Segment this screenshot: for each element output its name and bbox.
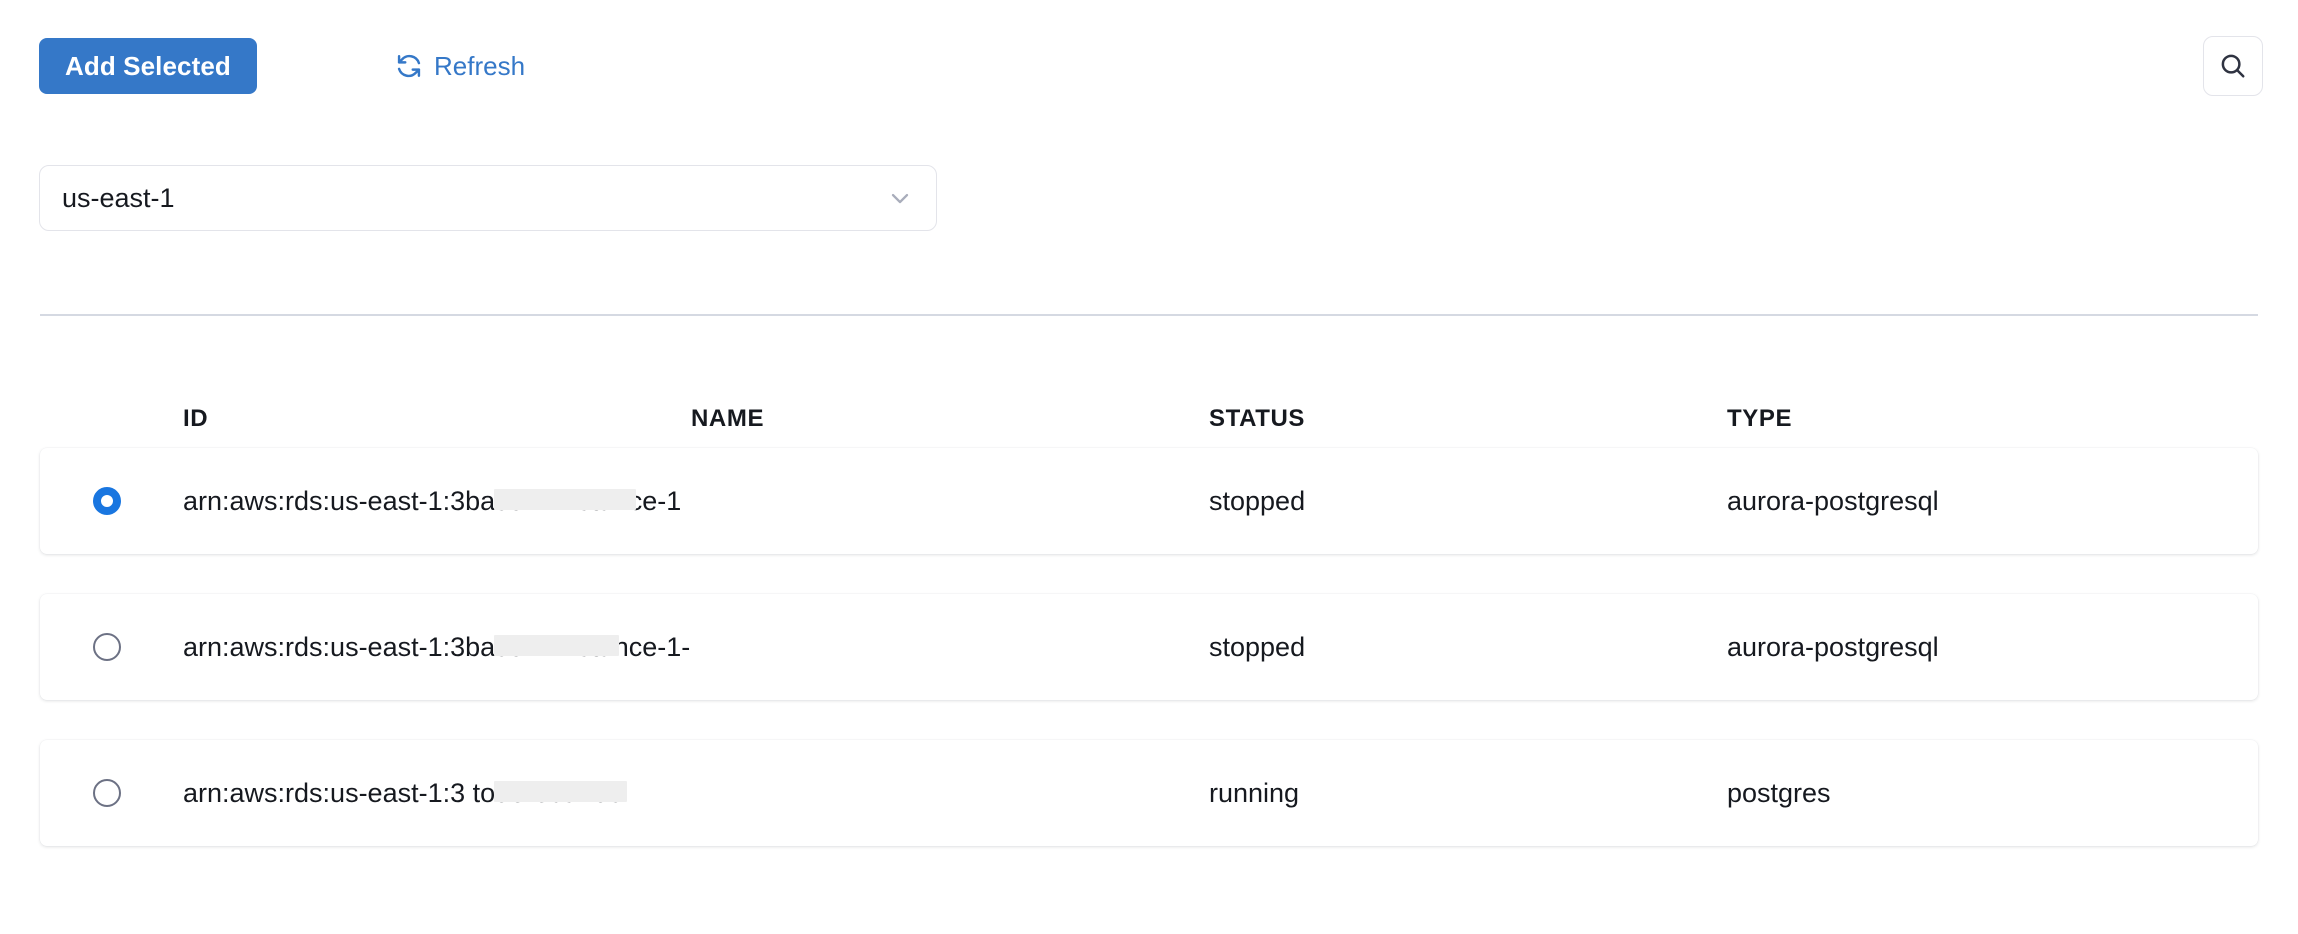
row-id-cell: arn:aws:rds:us-east-1:3 todo-ecs-rds bbox=[183, 778, 691, 809]
refresh-button[interactable]: Refresh bbox=[395, 38, 525, 94]
row-type-cell: aurora-postgresql bbox=[1727, 631, 1939, 662]
search-icon bbox=[2218, 51, 2248, 81]
row-type-cell: postgres bbox=[1727, 777, 1831, 808]
row-id-suffix: base-1-instance-1 bbox=[465, 485, 682, 516]
row-id-cell: arn:aws:rds:us-east-1:3base-1-instance-1 bbox=[183, 486, 691, 517]
chevron-down-icon bbox=[886, 184, 914, 212]
row-radio[interactable] bbox=[93, 633, 121, 661]
row-id-cell: arn:aws:rds:us-east-1:3base-1-instance-1… bbox=[183, 632, 691, 663]
row-id-suffix: todo-ecs-rds bbox=[465, 777, 623, 808]
column-header-type: TYPE bbox=[1727, 405, 1793, 432]
column-header-status: STATUS bbox=[1209, 405, 1306, 432]
row-type-cell: aurora-postgresql bbox=[1727, 485, 1939, 516]
row-status-cell: stopped bbox=[1209, 631, 1306, 662]
row-id-prefix: arn:aws:rds:us-east-1:3 bbox=[183, 777, 466, 808]
search-button[interactable] bbox=[2203, 36, 2263, 96]
region-select[interactable]: us-east-1 bbox=[39, 165, 937, 231]
row-id-prefix: arn:aws:rds:us-east-1:3 bbox=[183, 485, 466, 516]
row-status-cell: running bbox=[1209, 777, 1300, 808]
table-header-row: ID NAME STATUS TYPE bbox=[40, 390, 2258, 448]
row-status-cell: stopped bbox=[1209, 485, 1306, 516]
section-divider bbox=[40, 314, 2258, 316]
toolbar: Add Selected Refresh bbox=[0, 0, 2298, 122]
row-select-cell[interactable] bbox=[40, 633, 183, 661]
row-radio[interactable] bbox=[93, 779, 121, 807]
add-selected-button[interactable]: Add Selected bbox=[39, 38, 257, 94]
row-select-cell[interactable] bbox=[40, 487, 183, 515]
column-header-id: ID bbox=[183, 405, 209, 432]
table-row[interactable]: arn:aws:rds:us-east-1:3 todo-ecs-rds run… bbox=[40, 740, 2258, 846]
resources-table: ID NAME STATUS TYPE arn:aws:rds:us-east-… bbox=[40, 390, 2258, 886]
region-select-value: us-east-1 bbox=[62, 182, 175, 213]
column-header-name: NAME bbox=[691, 405, 765, 432]
table-row[interactable]: arn:aws:rds:us-east-1:3base-1-instance-1… bbox=[40, 448, 2258, 554]
row-id-suffix: base-1-instance-1-us-ea... bbox=[465, 631, 691, 662]
refresh-icon bbox=[395, 52, 423, 80]
table-row[interactable]: arn:aws:rds:us-east-1:3base-1-instance-1… bbox=[40, 594, 2258, 700]
row-radio-selected[interactable] bbox=[93, 487, 121, 515]
row-select-cell[interactable] bbox=[40, 779, 183, 807]
refresh-label: Refresh bbox=[434, 50, 526, 81]
row-id-prefix: arn:aws:rds:us-east-1:3 bbox=[183, 631, 466, 662]
